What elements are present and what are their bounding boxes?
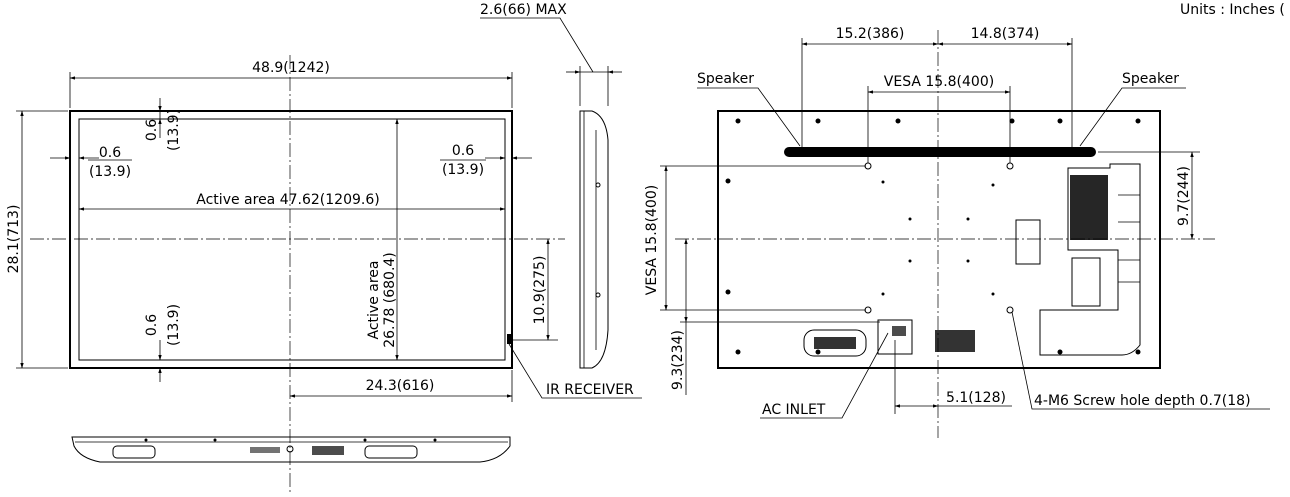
bezel-left-mm: (13.9) bbox=[89, 164, 131, 180]
bezel-right-mm: (13.9) bbox=[442, 162, 484, 178]
front-view: 48.9(1242) 28.1(713) 0.6 (13.9) 0.6 (13.… bbox=[6, 55, 642, 495]
speaker-bar bbox=[784, 147, 1096, 157]
ir-height-label: 10.9(275) bbox=[532, 256, 548, 325]
center-offset-label: 5.1(128) bbox=[946, 390, 1006, 406]
left-span-label: 15.2(386) bbox=[836, 26, 905, 42]
screw-note-label: 4-M6 Screw hole depth 0.7(18) bbox=[1034, 393, 1251, 409]
center-to-right-label: 24.3(616) bbox=[366, 378, 435, 394]
units-note: Units : Inches ( bbox=[1180, 2, 1285, 18]
bezel-left-inch: 0.6 bbox=[99, 145, 121, 161]
right-offset-label: 9.7(244) bbox=[1176, 166, 1192, 226]
front-panel-outline bbox=[69, 110, 513, 369]
bezel-top-mm: (13.9) bbox=[166, 109, 182, 151]
bottom-profile-outline bbox=[71, 436, 511, 463]
speaker-right-label: Speaker bbox=[1122, 71, 1179, 87]
side-profile-outline bbox=[579, 110, 609, 369]
active-height-value: 26.78 (680.4) bbox=[382, 252, 398, 348]
bezel-right-inch: 0.6 bbox=[452, 143, 474, 159]
io-vent-grid bbox=[1070, 175, 1108, 240]
front-width-label: 48.9(1242) bbox=[252, 60, 330, 76]
ir-receiver-marker bbox=[507, 334, 513, 344]
bezel-bottom-mm: (13.9) bbox=[166, 304, 182, 346]
depth-max-label: 2.6(66) MAX bbox=[480, 2, 567, 18]
rear-screw-dots bbox=[725, 118, 1141, 355]
front-height-label: 28.1(713) bbox=[6, 205, 22, 274]
bottom-view bbox=[71, 436, 511, 463]
active-width-label: Active area 47.62(1209.6) bbox=[196, 192, 379, 208]
rear-view: 15.2(386) 14.8(374) VESA 15.8(400) Speak… bbox=[644, 26, 1270, 438]
ir-receiver-label: IR RECEIVER bbox=[546, 382, 634, 398]
bottom-offset-label: 9.3(234) bbox=[670, 330, 686, 390]
speaker-left-label: Speaker bbox=[697, 71, 754, 87]
right-span-label: 14.8(374) bbox=[971, 26, 1040, 42]
active-height-label: Active area bbox=[366, 261, 382, 340]
rear-panel-outline bbox=[717, 110, 1161, 369]
vesa-vertical-label: VESA 15.8(400) bbox=[644, 185, 660, 295]
io-compartment bbox=[1039, 163, 1141, 356]
power-connector-housing bbox=[803, 329, 867, 357]
side-view: 2.6(66) MAX bbox=[480, 2, 622, 369]
bezel-top-inch: 0.6 bbox=[144, 119, 160, 141]
bezel-bottom-inch: 0.6 bbox=[144, 314, 160, 336]
rear-vent-grid bbox=[935, 330, 975, 352]
active-area-outline bbox=[78, 118, 506, 361]
ac-inlet-label: AC INLET bbox=[762, 402, 826, 418]
vesa-horizontal-label: VESA 15.8(400) bbox=[884, 74, 994, 90]
